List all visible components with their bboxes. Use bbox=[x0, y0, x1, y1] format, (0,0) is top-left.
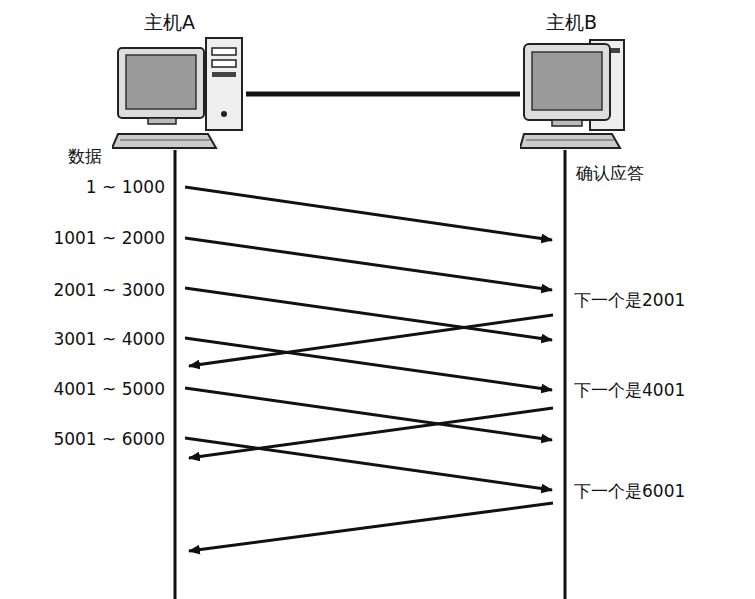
timeline-a bbox=[174, 150, 177, 599]
network-cable bbox=[246, 92, 520, 97]
ack-label: 下一个是6001 bbox=[574, 481, 685, 501]
host-name: 主机A bbox=[144, 10, 195, 36]
data-arrows bbox=[185, 187, 552, 490]
computer-icon bbox=[520, 40, 624, 148]
computer-picture bbox=[112, 34, 246, 150]
data-range: 5001 ~ 6000 bbox=[53, 429, 165, 449]
ack-label: 下一个是4001 bbox=[574, 380, 685, 400]
data-range: 3001 ~ 4000 bbox=[53, 329, 165, 349]
data-range: 1 ~ 1000 bbox=[86, 177, 165, 197]
ack-label: 下一个是2001 bbox=[574, 290, 685, 310]
column-heading: 确认应答 bbox=[576, 163, 644, 183]
column-heading: 数据 bbox=[68, 146, 102, 166]
ack-arrows bbox=[189, 315, 553, 551]
host-node: 主机A bbox=[112, 10, 246, 150]
data-range: 1001 ~ 2000 bbox=[53, 228, 165, 248]
timeline-b bbox=[564, 150, 567, 599]
computer-icon bbox=[112, 38, 242, 148]
data-range: 2001 ~ 3000 bbox=[53, 280, 165, 300]
data-range: 4001 ~ 5000 bbox=[53, 379, 165, 399]
computer-picture bbox=[520, 34, 626, 150]
host-name: 主机B bbox=[546, 10, 597, 36]
host-node: 主机B bbox=[520, 10, 626, 150]
